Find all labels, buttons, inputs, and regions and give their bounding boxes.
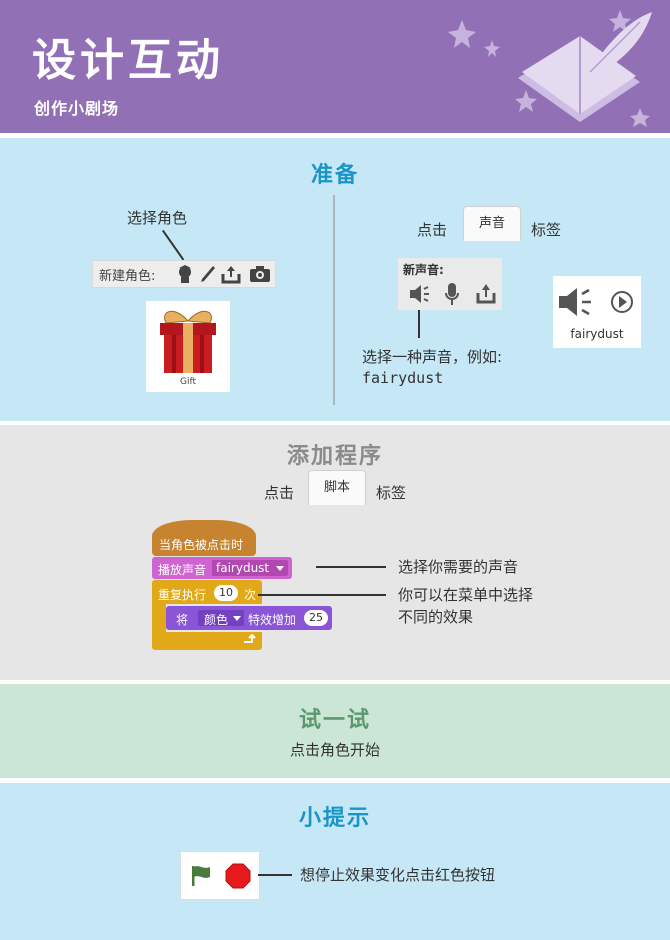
hat-block-label: 当角色被点击时 bbox=[159, 538, 244, 552]
new-sound-panel: 新声音: bbox=[398, 258, 502, 310]
section-add-script bbox=[0, 425, 670, 680]
event-hat-block[interactable]: 当角色被点击时 bbox=[152, 520, 256, 556]
choose-sound-pointer bbox=[418, 310, 420, 338]
play-sound-label: 播放声音 bbox=[158, 563, 207, 577]
note-choose-sound: 选择你需要的声音 bbox=[398, 558, 519, 576]
sprite-thumbnail-gift[interactable]: Gift bbox=[146, 301, 230, 392]
stop-sign-icon[interactable] bbox=[225, 863, 251, 889]
repeat-label: 重复执行 bbox=[158, 588, 207, 602]
chevron-down-icon bbox=[233, 616, 241, 621]
play-sound-block[interactable]: 播放声音 fairydust bbox=[152, 557, 292, 579]
choose-sprite-note: 选择角色 bbox=[127, 209, 188, 227]
change-effect-prefix: 将 bbox=[176, 613, 189, 627]
loop-arrow-icon bbox=[244, 634, 256, 643]
try-it-text: 点击角色开始 bbox=[289, 741, 380, 759]
choose-sound-note-line1: 选择一种声音，例如: bbox=[362, 348, 503, 366]
effect-amount-input[interactable]: 25 bbox=[304, 610, 328, 626]
section-title-add-script: 添加程序 bbox=[286, 444, 383, 469]
choose-sound-note-line2: fairydust bbox=[362, 369, 444, 387]
effect-dropdown-value: 颜色 bbox=[204, 613, 229, 627]
tab-suffix-text: 标签 bbox=[531, 221, 562, 239]
effect-dropdown[interactable]: 颜色 bbox=[198, 610, 244, 627]
page-title: 设计互动 bbox=[32, 35, 224, 86]
repeat-count-input[interactable]: 10 bbox=[214, 585, 238, 601]
note-effect-pointer bbox=[258, 594, 386, 596]
note-sound-pointer bbox=[316, 566, 386, 568]
paint-new-sprite-icon[interactable] bbox=[199, 264, 217, 284]
note-effect-line2: 不同的效果 bbox=[398, 608, 474, 626]
tab-sounds[interactable]: 声音 bbox=[463, 206, 521, 241]
choose-sound-from-library-icon[interactable] bbox=[408, 283, 432, 305]
sprite-name-label: Gift bbox=[179, 377, 196, 387]
chevron-down-icon bbox=[276, 566, 284, 571]
sound-thumbnail-fairydust[interactable]: fairydust bbox=[553, 276, 641, 348]
green-flag-icon[interactable] bbox=[189, 864, 213, 888]
tab-suffix-text: 标签 bbox=[376, 484, 407, 502]
section-try-it bbox=[0, 684, 670, 778]
gift-box-icon bbox=[160, 310, 216, 373]
speaker-icon bbox=[559, 288, 591, 316]
repeat-suffix: 次 bbox=[244, 588, 257, 602]
flag-stop-controls bbox=[180, 851, 260, 900]
play-sound-icon[interactable] bbox=[610, 290, 634, 314]
click-prefix-text: 点击 bbox=[264, 484, 295, 502]
camera-icon[interactable] bbox=[249, 265, 271, 283]
sound-dropdown[interactable]: fairydust bbox=[212, 560, 288, 576]
section-divider bbox=[333, 195, 335, 405]
upload-sound-icon[interactable] bbox=[476, 282, 496, 304]
tips-pointer bbox=[258, 874, 292, 876]
note-effect-line1: 你可以在菜单中选择 bbox=[398, 586, 534, 604]
upload-sprite-icon[interactable] bbox=[221, 264, 241, 284]
header-banner: 设计互动 创作小剧场 bbox=[0, 0, 670, 133]
new-sprite-label: 新建角色: bbox=[99, 269, 156, 284]
sound-dropdown-value: fairydust bbox=[216, 561, 270, 575]
change-effect-suffix: 特效增加 bbox=[248, 613, 297, 627]
tips-text: 想停止效果变化点击红色按钮 bbox=[300, 866, 496, 884]
record-sound-microphone-icon[interactable] bbox=[444, 282, 460, 306]
section-title-tips: 小提示 bbox=[298, 806, 371, 831]
section-tips bbox=[0, 783, 670, 940]
section-title-prepare: 准备 bbox=[310, 163, 359, 188]
new-sound-label: 新声音: bbox=[403, 263, 444, 277]
new-sprite-toolbar: 新建角色: bbox=[92, 260, 276, 288]
page-subtitle: 创作小剧场 bbox=[34, 99, 120, 118]
tab-scripts[interactable]: 脚本 bbox=[308, 470, 366, 505]
change-effect-block[interactable]: 将 颜色 特效增加 25 bbox=[166, 606, 332, 630]
section-title-try-it: 试一试 bbox=[298, 708, 371, 733]
choose-sprite-from-library-icon[interactable] bbox=[175, 264, 195, 284]
click-prefix-text: 点击 bbox=[417, 221, 448, 239]
book-quill-illustration bbox=[448, 10, 652, 127]
sound-name-label: fairydust bbox=[570, 327, 624, 341]
